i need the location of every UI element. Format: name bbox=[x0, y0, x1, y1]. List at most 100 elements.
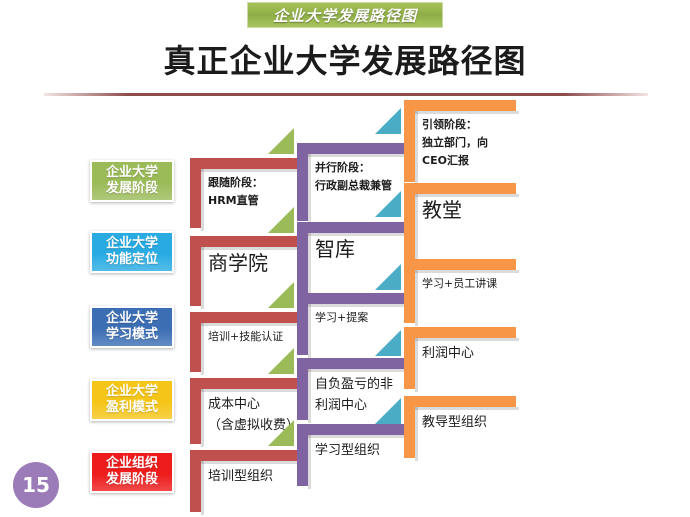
bracket-arm-top bbox=[404, 183, 516, 194]
bracket-arm-left bbox=[297, 424, 308, 486]
category-chip-line-1: 企业大学 bbox=[105, 310, 158, 326]
bracket-shadow-top bbox=[193, 461, 305, 464]
bracket-shadow-top bbox=[407, 338, 519, 341]
bracket-text-line-2: HRM直管 bbox=[208, 194, 259, 208]
bracket-text-line-2: 利润中心 bbox=[315, 398, 368, 414]
bracket-parallel-stage-row-3[interactable]: 学习+提案 bbox=[297, 293, 412, 358]
bracket-arm-left bbox=[297, 358, 308, 420]
title-divider bbox=[44, 93, 648, 96]
bracket-arm-left bbox=[404, 183, 415, 261]
teal-arrow-3 bbox=[375, 264, 401, 290]
bracket-text: 培训+技能认证 bbox=[208, 328, 300, 346]
bracket-text: 智库 bbox=[315, 238, 407, 260]
bracket-arm-top bbox=[404, 327, 516, 338]
bracket-arm-left bbox=[297, 222, 308, 296]
bracket-shadow-left bbox=[308, 427, 311, 489]
category-chip-3[interactable]: 企业大学学习模式 bbox=[90, 306, 174, 348]
bracket-text-line-1: 跟随阶段： bbox=[208, 176, 263, 189]
bracket-text: 并行阶段：行政副总裁兼管 bbox=[315, 159, 407, 195]
bracket-text: 学习+员工讲课 bbox=[422, 275, 514, 293]
bracket-text-line-1: 自负盈亏的非 bbox=[315, 377, 394, 392]
page-number-badge: 15 bbox=[13, 462, 59, 508]
bracket-text-line-1: 教堂 bbox=[422, 198, 462, 222]
bracket-text: 培训型组织 bbox=[208, 466, 300, 487]
bracket-text-line-1: 培训+技能认证 bbox=[208, 330, 284, 343]
category-chip-5[interactable]: 企业组织发展阶段 bbox=[90, 451, 174, 493]
bracket-text-line-2: 独立部门，向 bbox=[422, 136, 488, 150]
bracket-shadow-left bbox=[308, 225, 311, 299]
teal-arrow-2 bbox=[375, 191, 401, 217]
bracket-arm-top bbox=[190, 378, 302, 389]
bracket-leading-stage-row-3[interactable]: 学习+员工讲课 bbox=[404, 259, 519, 326]
bracket-arm-left bbox=[190, 158, 201, 228]
bracket-leading-stage-row-5[interactable]: 教导型组织 bbox=[404, 396, 519, 461]
bracket-shadow-left bbox=[308, 296, 311, 358]
bracket-arm-top bbox=[190, 312, 302, 323]
bracket-text-line-1: 利润中心 bbox=[422, 346, 475, 361]
category-chip-line-1: 企业大学 bbox=[105, 235, 158, 251]
bracket-parallel-stage-row-5[interactable]: 学习型组织 bbox=[297, 424, 412, 489]
bracket-arm-top bbox=[404, 100, 516, 111]
category-chip-line-2: 盈利模式 bbox=[105, 400, 158, 415]
bracket-follower-stage-row-5[interactable]: 培训型组织 bbox=[190, 450, 305, 515]
bracket-arm-top bbox=[404, 396, 516, 407]
bracket-parallel-stage-row-2[interactable]: 智库 bbox=[297, 222, 412, 299]
bracket-shadow-left bbox=[415, 186, 418, 264]
bracket-shadow-top bbox=[407, 194, 519, 197]
bracket-shadow-left bbox=[201, 453, 204, 515]
category-chip-line-2: 发展阶段 bbox=[105, 472, 158, 487]
bracket-parallel-stage-row-4[interactable]: 自负盈亏的非利润中心 bbox=[297, 358, 412, 423]
bracket-shadow-top bbox=[407, 111, 519, 114]
bracket-text-line-1: 引领阶段： bbox=[422, 118, 477, 131]
category-chip-line-1: 企业组织 bbox=[105, 455, 158, 471]
bracket-follower-stage-row-1[interactable]: 跟随阶段： HRM直管 bbox=[190, 158, 305, 231]
category-chip-4[interactable]: 企业大学盈利模式 bbox=[90, 379, 174, 421]
bracket-text: 教堂 bbox=[422, 199, 514, 221]
bracket-shadow-left bbox=[201, 381, 204, 447]
bracket-arm-top bbox=[297, 358, 409, 369]
bracket-arm-left bbox=[190, 378, 201, 444]
bracket-leading-stage-row-2[interactable]: 教堂 bbox=[404, 183, 519, 264]
bracket-shadow-top bbox=[407, 407, 519, 410]
bracket-shadow-left bbox=[415, 262, 418, 326]
bracket-arm-left bbox=[404, 259, 415, 323]
bracket-arm-left bbox=[404, 327, 415, 389]
category-chip-2[interactable]: 企业大学功能定位 bbox=[90, 231, 174, 273]
bracket-shadow-left bbox=[415, 103, 418, 185]
bracket-leading-stage-row-4[interactable]: 利润中心 bbox=[404, 327, 519, 392]
bracket-text-line-1: 学习+员工讲课 bbox=[422, 277, 498, 290]
bracket-arm-left bbox=[190, 312, 201, 372]
teal-arrow-1 bbox=[375, 108, 401, 134]
bracket-shadow-left bbox=[415, 330, 418, 392]
bracket-text: 利润中心 bbox=[422, 343, 514, 364]
category-chip-line-2: 学习模式 bbox=[105, 327, 158, 342]
bracket-arm-left bbox=[404, 396, 415, 458]
bracket-arm-top bbox=[190, 158, 302, 169]
bracket-arm-top bbox=[297, 143, 409, 154]
category-chip-line-1: 企业大学 bbox=[105, 383, 158, 399]
bracket-shadow-left bbox=[308, 146, 311, 224]
bracket-text-line-1: 教导型组织 bbox=[422, 415, 488, 430]
bracket-shadow-top bbox=[300, 154, 412, 157]
green-arrow-3 bbox=[268, 282, 294, 308]
bracket-text-line-1: 培训型组织 bbox=[208, 469, 274, 484]
bracket-parallel-stage-row-1[interactable]: 并行阶段：行政副总裁兼管 bbox=[297, 143, 412, 224]
green-arrow-1 bbox=[268, 128, 294, 154]
bracket-shadow-top bbox=[300, 233, 412, 236]
bracket-shadow-top bbox=[193, 389, 305, 392]
bracket-follower-stage-row-2[interactable]: 商学院 bbox=[190, 236, 305, 309]
green-arrow-4 bbox=[268, 348, 294, 374]
bracket-shadow-top bbox=[300, 369, 412, 372]
category-chip-line-2: 发展阶段 bbox=[105, 181, 158, 196]
page-title: 真正企业大学发展路径图 bbox=[163, 42, 527, 80]
bracket-shadow-top bbox=[193, 247, 305, 250]
bracket-shadow-left bbox=[201, 161, 204, 231]
category-chip-1[interactable]: 企业大学发展阶段 bbox=[90, 160, 174, 202]
bracket-arm-top bbox=[297, 222, 409, 233]
bracket-shadow-top bbox=[193, 323, 305, 326]
bracket-shadow-top bbox=[193, 169, 305, 172]
bracket-follower-stage-row-3[interactable]: 培训+技能认证 bbox=[190, 312, 305, 375]
